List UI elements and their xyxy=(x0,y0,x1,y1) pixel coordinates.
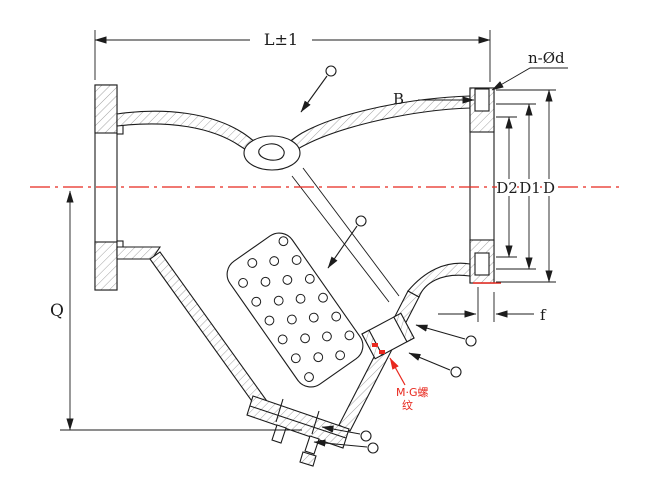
balloon-4 xyxy=(408,352,462,378)
thread-note-line2: 纹 xyxy=(402,398,413,412)
cap-nut xyxy=(299,451,317,467)
dim-face-label: f xyxy=(540,306,547,324)
balloon-3 xyxy=(415,324,477,347)
thread-note: M·G螺 纹 xyxy=(396,386,429,412)
cap-stud-right xyxy=(304,435,320,455)
balloon-5 xyxy=(321,425,372,442)
dim-d1-label: D1 xyxy=(519,179,541,197)
dim-bolt-holes: n-Ød xyxy=(491,49,568,91)
bolt-hole-top xyxy=(474,88,490,112)
thread-note-line1: M·G螺 xyxy=(396,386,429,399)
dim-bolt-holes-label: n-Ød xyxy=(528,49,565,67)
dim-flange-thickness: B xyxy=(393,90,475,108)
balloon-1 xyxy=(300,65,337,113)
dim-d-label: D xyxy=(543,179,555,197)
cap-stud-left xyxy=(271,424,287,444)
valve-body-section xyxy=(94,84,495,467)
balloon-2 xyxy=(327,215,367,269)
bottom-cap xyxy=(246,395,350,467)
strainer-screen xyxy=(226,232,364,388)
balloon-6 xyxy=(313,439,379,454)
dimensions: L±1 n-Ød B D2 D1 D xyxy=(50,30,568,431)
seat-lines xyxy=(291,167,400,303)
dim-height-label: Q xyxy=(50,301,64,321)
center-boss xyxy=(243,135,301,171)
bolt-hole-bottom xyxy=(474,252,490,276)
dim-length: L±1 xyxy=(94,30,491,82)
right-flange xyxy=(469,87,495,284)
item-balloons xyxy=(300,65,477,454)
screen-holes xyxy=(238,236,355,382)
centerlines xyxy=(30,186,622,386)
dim-flange-thickness-label: B xyxy=(393,90,404,108)
dim-diameters: D2 D1 D xyxy=(496,89,556,283)
dim-face: f xyxy=(438,287,547,324)
dim-length-label: L±1 xyxy=(264,30,298,49)
dim-d2-label: D2 xyxy=(496,179,518,197)
thread-leader xyxy=(389,357,406,386)
dim-height: Q xyxy=(50,190,302,431)
pipe-bottom-right-wall xyxy=(407,262,471,298)
